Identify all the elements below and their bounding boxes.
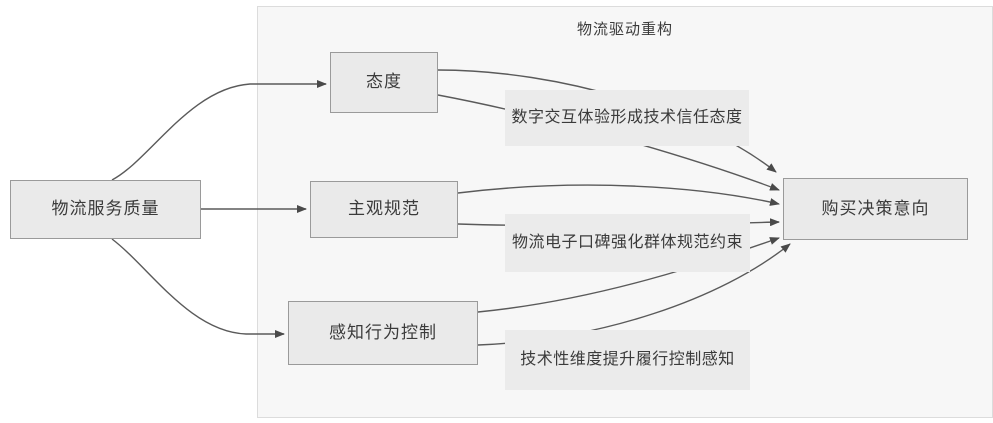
edge-control-to-intention-direct [477,237,780,313]
edge-label-norm: 物流电子口碑强化群体规范约束 [505,214,750,272]
edge-quality-to-attitude [111,80,327,181]
edge-quality-to-control [111,238,285,338]
edge-label-control: 技术性维度提升履行控制感知 [505,330,750,390]
group-panel-title: 物流驱动重构 [576,21,673,38]
node-subjective-norm[interactable]: 主观规范 [310,181,458,238]
node-logistics-service-quality[interactable]: 物流服务质量 [10,180,201,239]
node-purchase-decision-intention[interactable]: 购买决策意向 [783,178,968,240]
edge-label-attitude: 数字交互体验形成技术信任态度 [505,90,749,146]
node-perceived-behavioral-control[interactable]: 感知行为控制 [288,301,478,365]
edge-norm-to-intention-direct [457,184,780,206]
node-attitude[interactable]: 态度 [330,52,438,113]
